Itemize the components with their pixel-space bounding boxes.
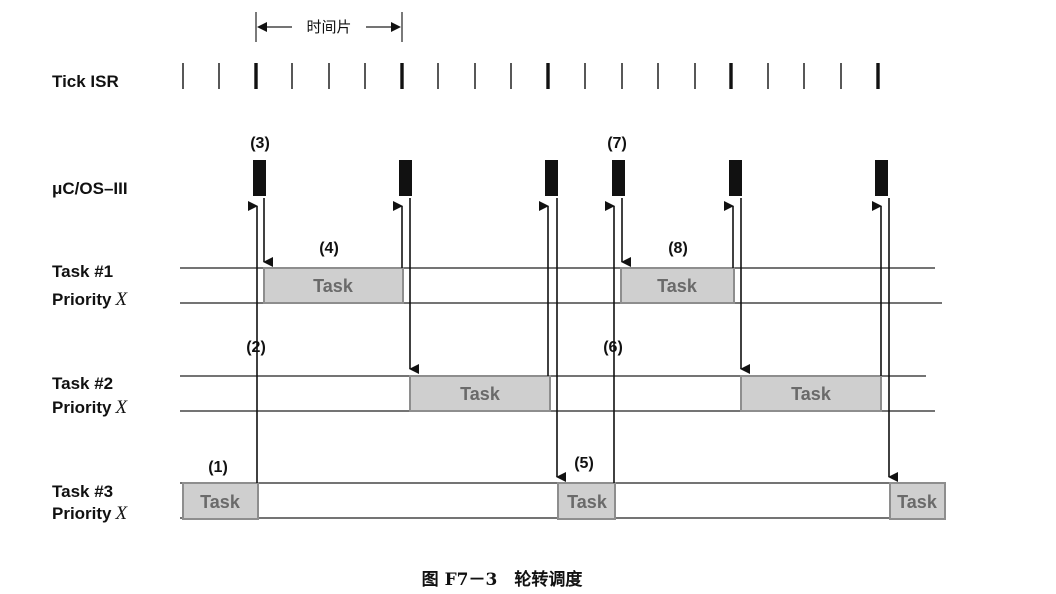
task3-run-3-label: Task — [897, 492, 938, 512]
step-1: (1) — [208, 459, 228, 476]
task1-run-1-label: Task — [313, 276, 354, 296]
step-labels: (1) (2) (3) (4) (5) (6) (7) (8) — [208, 135, 688, 476]
slice-arrowhead-right — [391, 22, 401, 32]
task3-run-2-label: Task — [567, 492, 608, 512]
row-label-task2: Task #2 — [52, 374, 113, 393]
task1-run-1 — [263, 267, 404, 304]
switch-arrows — [248, 198, 898, 483]
os-block — [399, 160, 412, 196]
os-block — [253, 160, 266, 196]
figure-caption: 图 F7－3 轮转调度 — [422, 569, 584, 590]
step-2: (2) — [246, 339, 266, 356]
step-3: (3) — [250, 135, 270, 152]
task1-run-2-label: Task — [657, 276, 698, 296]
os-block — [729, 160, 742, 196]
os-block — [545, 160, 558, 196]
step-6: (6) — [603, 339, 623, 356]
row-label-tick-isr: Tick ISR — [52, 72, 119, 91]
time-slice-label: 时间片 — [306, 18, 351, 36]
slice-arrowhead-left — [257, 22, 267, 32]
task2-run-1-label: Task — [460, 384, 501, 404]
task3-run-2 — [557, 482, 616, 520]
row-label-task1: Task #1 — [52, 262, 113, 281]
row-label-task3: Task #3 — [52, 482, 113, 501]
os-blocks — [253, 160, 888, 196]
task-boxes: Task Task Task Task Task Task Task — [182, 267, 946, 520]
task1-run-2 — [620, 267, 735, 304]
task2-run-2-label: Task — [791, 384, 832, 404]
step-8: (8) — [668, 240, 688, 257]
os-block — [612, 160, 625, 196]
time-slice-bracket: 时间片 — [255, 12, 403, 42]
task3-run-1 — [182, 482, 259, 520]
step-4: (4) — [319, 240, 339, 257]
tick-marks — [182, 63, 880, 89]
task2-run-1 — [409, 375, 551, 412]
step-7: (7) — [607, 135, 627, 152]
task3-run-3 — [889, 482, 946, 520]
step-5: (5) — [574, 455, 594, 472]
task2-run-2 — [740, 375, 882, 412]
os-block — [875, 160, 888, 196]
task3-run-1-label: Task — [200, 492, 241, 512]
row-label-os: μC/OS–III — [52, 179, 128, 198]
